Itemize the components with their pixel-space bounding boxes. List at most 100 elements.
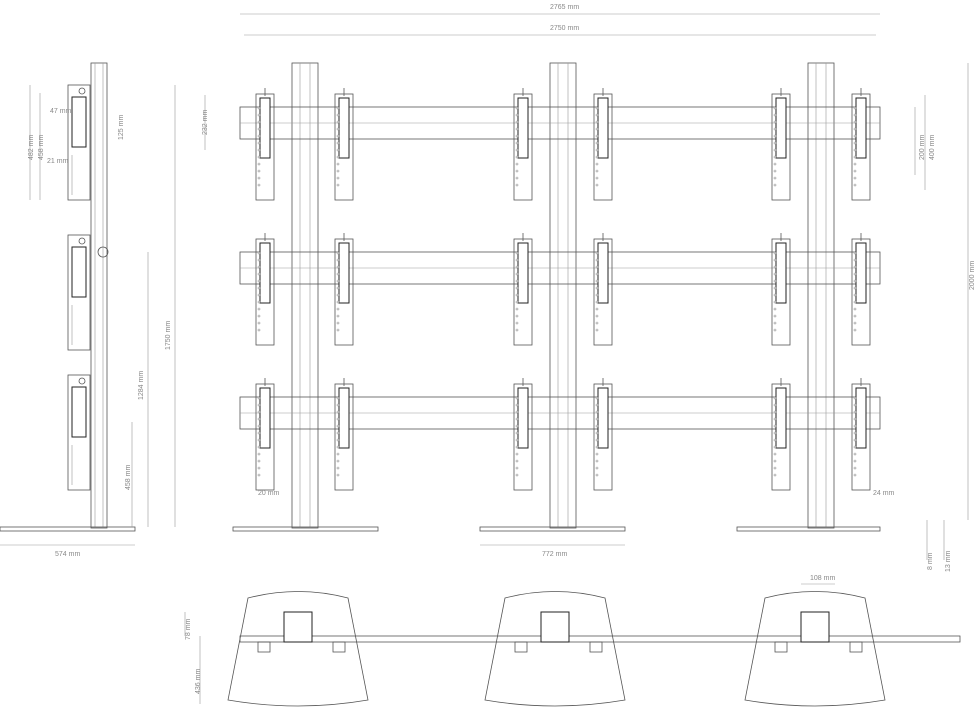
front-base (479, 526, 626, 532)
dim-top-plate-width: 108 mm (810, 575, 835, 582)
strip-hole (336, 106, 340, 110)
strip-hole (336, 445, 340, 449)
strip-hole (773, 293, 777, 297)
strip-hole (773, 141, 777, 145)
strip-hole (336, 307, 340, 311)
strip-hole (257, 279, 261, 283)
strip-hole (773, 473, 777, 477)
strip-hole (595, 279, 599, 283)
strip-hole (257, 286, 261, 290)
mounting-bracket (338, 387, 350, 449)
strip-hole (595, 134, 599, 138)
dim-base-thickness-8: 8 mm (927, 552, 934, 570)
strip-hole (595, 176, 599, 180)
strip-hole (515, 113, 519, 117)
strip-hole (773, 431, 777, 435)
strip-hole (257, 307, 261, 311)
strip-hole (336, 169, 340, 173)
strip-hole (257, 466, 261, 470)
dim-top-base-depth: 436 mm (195, 669, 202, 694)
front-view (232, 62, 881, 532)
strip-hole (515, 438, 519, 442)
mounting-bracket (517, 242, 529, 304)
strip-hole (515, 300, 519, 304)
strip-hole (515, 403, 519, 407)
strip-hole (515, 251, 519, 255)
strip-hole (515, 258, 519, 262)
strip-hole (773, 127, 777, 131)
strip-hole (336, 279, 340, 283)
strip-hole (595, 431, 599, 435)
strip-hole (853, 403, 857, 407)
strip-hole (773, 466, 777, 470)
strip-hole (773, 410, 777, 414)
strip-hole (853, 314, 857, 318)
strip-hole (257, 120, 261, 124)
strip-hole (773, 251, 777, 255)
strip-hole (515, 445, 519, 449)
strip-hole (515, 106, 519, 110)
strip-hole (853, 134, 857, 138)
strip-hole (773, 120, 777, 124)
dim-base-depth-side: 574 mm (55, 551, 80, 558)
strip-hole (595, 148, 599, 152)
strip-hole (257, 141, 261, 145)
strip-hole (773, 321, 777, 325)
strip-hole (336, 162, 340, 166)
strip-hole (853, 452, 857, 456)
strip-hole (853, 279, 857, 283)
strip-hole (336, 459, 340, 463)
mounting-bracket (259, 387, 271, 449)
strip-hole (257, 438, 261, 442)
strip-hole (853, 169, 857, 173)
strip-hole (336, 293, 340, 297)
strip-hole (257, 176, 261, 180)
strip-hole (595, 396, 599, 400)
strip-hole (853, 141, 857, 145)
strip-hole (853, 293, 857, 297)
strip-hole (853, 106, 857, 110)
strip-hole (773, 438, 777, 442)
strip-hole (595, 403, 599, 407)
side-pole (90, 62, 108, 529)
strip-hole (853, 459, 857, 463)
mounting-bracket (338, 242, 350, 304)
top-base-plate (227, 591, 369, 707)
strip-hole (853, 300, 857, 304)
strip-hole (595, 169, 599, 173)
strip-hole (773, 445, 777, 449)
strip-hole (336, 417, 340, 421)
front-pole (807, 62, 835, 529)
strip-hole (515, 162, 519, 166)
strip-hole (595, 155, 599, 159)
strip-hole (515, 127, 519, 131)
strip-hole (257, 293, 261, 297)
strip-hole (595, 300, 599, 304)
side-bracket (67, 374, 91, 491)
strip-hole (257, 155, 261, 159)
side-knob-icon (78, 87, 86, 95)
strip-hole (595, 183, 599, 187)
dim-vesa-200: 200 mm (919, 135, 926, 160)
front-base (232, 526, 379, 532)
strip-hole (515, 176, 519, 180)
strip-hole (773, 307, 777, 311)
dim-strip-offset-left: 20 mm (258, 490, 280, 497)
dim-rail-width: 2750 mm (550, 25, 579, 32)
strip-hole (595, 265, 599, 269)
top-foot (589, 641, 603, 653)
strip-hole (853, 176, 857, 180)
strip-hole (595, 438, 599, 442)
strip-hole (515, 410, 519, 414)
dim-bracket-offset-top: 47 mm (50, 108, 72, 115)
strip-hole (336, 452, 340, 456)
strip-hole (515, 452, 519, 456)
strip-hole (257, 410, 261, 414)
strip-hole (257, 272, 261, 276)
strip-hole (257, 445, 261, 449)
front-pole (549, 62, 577, 529)
strip-hole (515, 473, 519, 477)
strip-hole (853, 265, 857, 269)
strip-hole (515, 459, 519, 463)
